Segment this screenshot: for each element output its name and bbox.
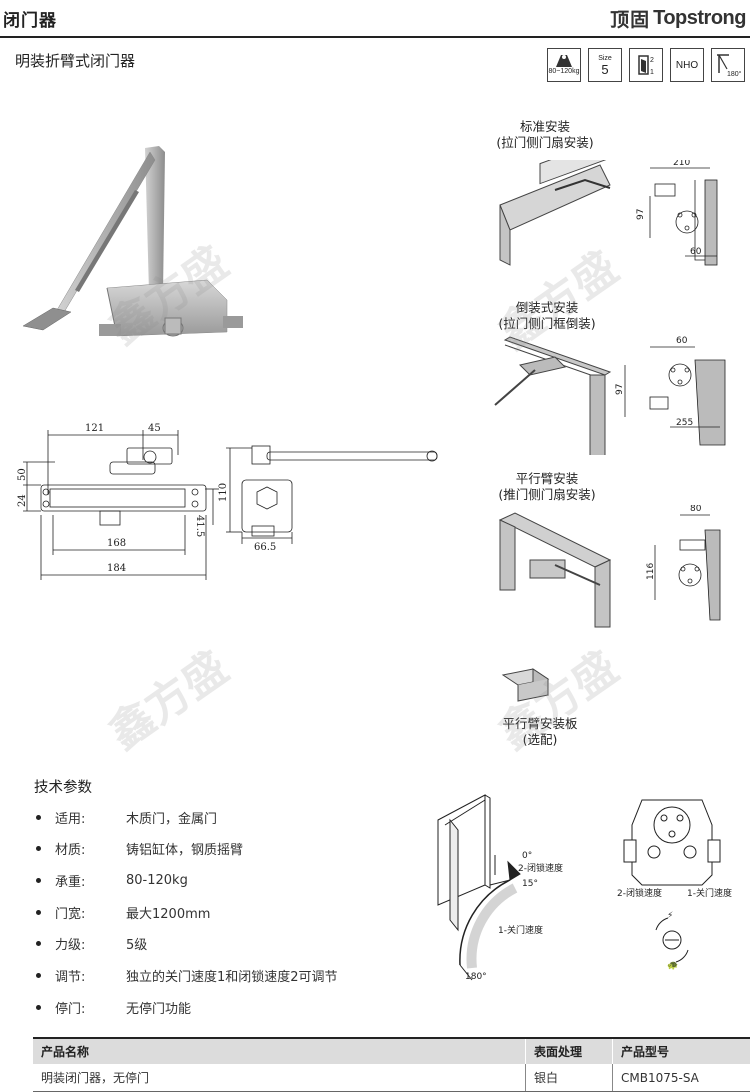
- svg-text:184: 184: [107, 563, 126, 574]
- svg-text:50: 50: [17, 468, 28, 481]
- svg-text:41.5: 41.5: [194, 515, 205, 537]
- svg-text:255: 255: [676, 418, 693, 428]
- spec-row: 材质:铸铝缸体，钢质摇臂: [36, 839, 243, 858]
- svg-text:180°: 180°: [465, 972, 487, 982]
- svg-text:210: 210: [673, 160, 690, 168]
- spec-row: 适用:木质门，金属门: [36, 808, 217, 827]
- slow-icon: 🐢: [667, 961, 678, 971]
- bullet-icon: [36, 1005, 41, 1010]
- svg-text:45: 45: [148, 423, 161, 434]
- svg-text:168: 168: [107, 538, 126, 549]
- svg-text:180°: 180°: [727, 70, 742, 78]
- svg-text:97: 97: [636, 209, 646, 220]
- bullet-icon: [36, 941, 41, 946]
- svg-text:60: 60: [690, 247, 702, 257]
- specs-title: 技术参数: [34, 776, 92, 797]
- product-title: 明装折臂式闭门器: [15, 50, 135, 71]
- category-title: 闭门器: [3, 6, 57, 31]
- table-header: 产品型号: [613, 1038, 750, 1064]
- bullet-icon: [36, 878, 41, 883]
- svg-text:15°: 15°: [522, 879, 538, 889]
- svg-text:1: 1: [650, 69, 654, 76]
- bullet-icon: [36, 815, 41, 820]
- svg-text:2-闭锁速度: 2-闭锁速度: [617, 887, 662, 899]
- fast-icon: ⚡: [667, 911, 673, 921]
- table-cell: 明装闭门器，无停门: [33, 1064, 526, 1092]
- svg-text:60: 60: [676, 336, 688, 346]
- table-cell: 银白: [526, 1064, 613, 1092]
- svg-text:97: 97: [615, 384, 625, 395]
- product-table: 产品名称 表面处理 产品型号 明装闭门器，无停门 银白 CMB1075-SA: [33, 1037, 750, 1092]
- spec-row: 门宽:最大1200mm: [36, 903, 210, 922]
- spec-row: 承重:80-120kg: [36, 871, 188, 890]
- opening-angle-icon: 180°: [711, 48, 745, 82]
- table-row: 明装闭门器，无停门 银白 CMB1075-SA: [33, 1064, 750, 1092]
- weight-icon: 80~120kg: [547, 48, 581, 82]
- nho-icon: NHO: [670, 48, 704, 82]
- side-view-drawing: 110 66.5: [212, 440, 452, 560]
- table-header: 产品名称: [33, 1038, 526, 1064]
- bullet-icon: [36, 846, 41, 851]
- svg-text:121: 121: [85, 423, 104, 434]
- watermark: 鑫方盛: [94, 633, 239, 761]
- svg-text:66.5: 66.5: [254, 542, 276, 553]
- svg-text:116: 116: [646, 563, 656, 580]
- speed-diagram: 0° 2-闭锁速度 15° 1-关门速度 180°: [410, 790, 590, 990]
- install-parallel-caption: 平行臂安装 (推门侧门扇安装): [482, 471, 612, 503]
- spec-row: 调节:独立的关门速度1和闭锁速度2可调节: [36, 966, 338, 985]
- spec-row: 停门:无停门功能: [36, 998, 191, 1017]
- table-cell: CMB1075-SA: [613, 1064, 750, 1092]
- table-header: 表面处理: [526, 1038, 613, 1064]
- install-standard-caption: 标准安装 (拉门侧门扇安装): [480, 119, 610, 151]
- brand-logo: 顶固 Topstrong: [610, 5, 746, 32]
- install-standard-drawing: 210 97 60: [495, 160, 750, 270]
- valve-diagram: 2-闭锁速度 1-关门速度 ⚡ 🐢: [612, 790, 750, 975]
- brand-cn: 顶固: [610, 5, 650, 32]
- svg-text:80: 80: [690, 505, 702, 514]
- install-parallel-drawing: 80 116: [495, 505, 750, 635]
- brand-en: Topstrong: [653, 7, 746, 30]
- svg-text:2: 2: [650, 57, 654, 64]
- svg-text:110: 110: [218, 483, 229, 502]
- svg-text:0°: 0°: [522, 851, 532, 861]
- size-icon: Size 5: [588, 48, 622, 82]
- header-rule: [0, 36, 750, 38]
- spec-row: 力级:5级: [36, 934, 147, 953]
- bullet-icon: [36, 910, 41, 915]
- svg-text:2-闭锁速度: 2-闭锁速度: [518, 862, 563, 874]
- table-header-row: 产品名称 表面处理 产品型号: [33, 1038, 750, 1064]
- svg-text:1-关门速度: 1-关门速度: [498, 924, 543, 936]
- svg-text:1-关门速度: 1-关门速度: [687, 887, 732, 899]
- front-view-drawing: 121 45 50 24 41.5 168 184: [15, 415, 225, 585]
- bullet-icon: [36, 973, 41, 978]
- svg-text:24: 24: [17, 494, 28, 507]
